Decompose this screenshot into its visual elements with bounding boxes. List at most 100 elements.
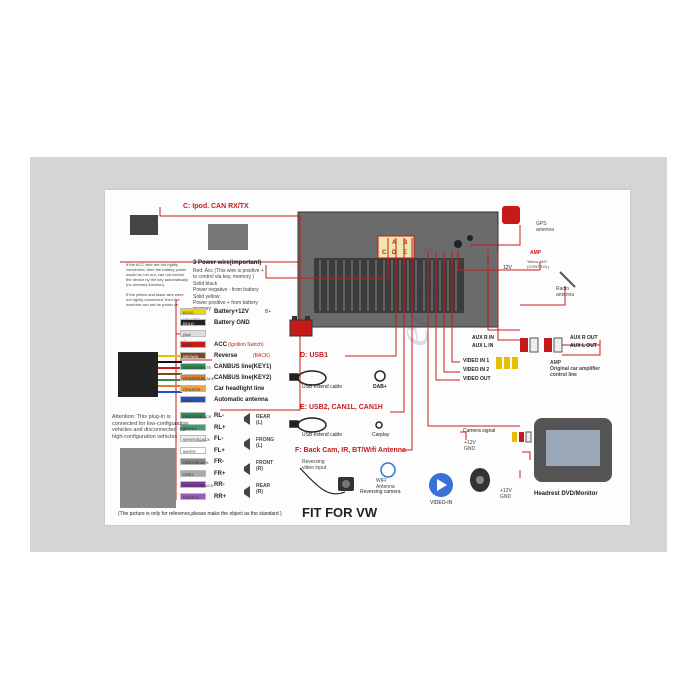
speaker-wire-color-0: GREEN/BLACK (180, 412, 211, 419)
wire-label-1: Battery GND (214, 320, 250, 326)
carplay-label: Carplay (372, 432, 390, 438)
plug-letter-b: B (403, 240, 408, 246)
wire-color-8: BLUE (180, 396, 206, 403)
speaker-icons (244, 413, 250, 498)
power-red-acc: Red: Acc (This wire is positive + to con… (193, 268, 264, 280)
reversing-camera-label: Reversing camera (360, 489, 401, 495)
gps-antenna-label: GPS antenna (536, 221, 555, 233)
speaker-pos-2: FL- (214, 436, 224, 442)
attention-note: Attention: This plug-in is connected for… (112, 414, 189, 440)
plug-letter-c: C (382, 250, 387, 256)
wire-color-7: ORANGE (180, 385, 206, 392)
section-e-label: E: USB2, CAN1L, CAN1H (300, 404, 383, 411)
speaker-group-4: FRONT (R) (256, 460, 274, 472)
radio-antenna-icon (559, 271, 576, 288)
speaker-pos-5: FR+ (214, 470, 226, 477)
speaker-wire-color-1: GREEN (180, 423, 206, 431)
iso-harness (118, 352, 158, 397)
video-in-label: VIDEO-IN (430, 500, 453, 506)
wifi-icon (380, 462, 396, 478)
red-wires (120, 207, 601, 500)
video-out-label: VIDEO OUT (463, 376, 491, 382)
aux-r-out-label: AUX R OUT (570, 335, 598, 341)
aux-l-in-label: AUX L IN (472, 343, 494, 349)
plug-letter-e: E (403, 250, 408, 256)
wire-note-4: (BACK) (253, 353, 270, 359)
dvd-power-label: +12V GND (500, 488, 512, 500)
camera-signal-label: Camera signal (463, 428, 496, 434)
speaker-pos-4: FR- (214, 459, 224, 465)
wire-color-1: BOLD BLACK (180, 319, 206, 333)
harness-wires (158, 355, 182, 393)
speaker-group-0: REAR (L) (256, 414, 271, 426)
wire-color-0: BOLD YELLOW (180, 308, 206, 322)
power-title: 3 Power wire(important) (193, 260, 262, 266)
amp-12v-label: 12V (503, 265, 512, 271)
amp-sub-label: Yellow ANT (CONTROL) (527, 259, 550, 269)
gps-antenna-icon (502, 206, 520, 224)
wire-label-4: Reverse (214, 353, 238, 359)
plug-letter-d: D (392, 250, 397, 256)
wire-color-3: RED (180, 341, 206, 348)
speaker-wire-color-3: WHITE (180, 446, 206, 454)
speaker-pos-1: RL+ (214, 424, 226, 431)
wire-color-2: (Not Connect) (180, 330, 206, 344)
dab-label: DAB+ (373, 384, 387, 390)
wire-label-6: CANBUS line(KEY2) (214, 375, 272, 381)
amp-label: AMP (530, 250, 542, 256)
plug-letter-a: A (392, 240, 397, 246)
antenna-port (454, 240, 462, 248)
fit-for-vw-title: FIT FOR VW (302, 505, 378, 520)
speaker-pos-6: RR- (214, 482, 225, 488)
speaker-wire-color-7: PURPLE (180, 492, 206, 500)
aux-r-in-label: AUX R IN (472, 335, 494, 341)
battery-icon (289, 319, 313, 337)
speaker-wire-color-2: WHITE/BLACK (180, 435, 210, 442)
aux-l-out-label: AUX L OUT (570, 343, 597, 349)
wire-note-3: (Ignition Switch) (228, 342, 264, 348)
speaker-wire-color-4: GREY/BLACK (180, 458, 209, 465)
speaker-wire-color-5: GREY (180, 469, 206, 477)
amp-original-label: AMP Original car amplifier control line (550, 360, 601, 378)
video-in-1-label: VIDEO IN 1 (463, 358, 490, 364)
section-f-label: F: Back Cam, IR, BT/Wifi Antenna (295, 447, 406, 454)
wire-color-5: GREEN/WHITE (180, 363, 211, 370)
heatsink-fins (319, 260, 457, 311)
radio-antenna-label: Radio antenna (556, 286, 575, 298)
speaker-wire-color-6: PURPLE/BLACK (180, 481, 213, 488)
wire-label-5: CANBUS line(KEY1) (214, 364, 272, 370)
wire-color-6: ORANGE/BLACK (180, 374, 215, 381)
usb-cable-label-1: USB extend cable (302, 384, 343, 390)
speaker-group-6: REAR (R) (256, 483, 271, 495)
wire-label-8: Automatic antenna (214, 397, 269, 403)
speaker-pos-3: FL+ (214, 447, 225, 454)
reference-note: (The picture is only for reference,pleas… (118, 511, 282, 517)
reversing-cable (299, 467, 346, 495)
aux-rca-plugs (520, 337, 563, 353)
speaker-pos-0: RL- (214, 413, 224, 419)
acc-notes: If the ACC wire are not rightly connecte… (126, 262, 189, 307)
gps-port (467, 235, 473, 241)
wire-color-4: BROWN (180, 352, 206, 359)
usb-cable-label-2: USB extend cable (302, 432, 343, 438)
speaker-group-2: FRONG (L) (256, 437, 275, 449)
wire-label-3: ACC (214, 342, 227, 348)
section-d-label: D: USB1 (300, 352, 329, 359)
can-plug-photo-2 (208, 224, 248, 250)
video-in-2-label: VIDEO IN 2 (463, 367, 490, 373)
section-c-label: C: Ipod. CAN RX/TX (183, 203, 249, 210)
cam-power-label: +12V GND (464, 440, 476, 452)
usb-cables (289, 370, 386, 433)
wifi-label: WIFI Antenna (376, 478, 395, 490)
speaker-pos-7: RR+ (214, 493, 227, 500)
reversing-input-label: Reversing video input (302, 459, 327, 471)
can-plug-photo (130, 215, 158, 235)
power-solid-black: Solid black Power negative - from batter… (193, 281, 259, 293)
wire-label-0: Battery+12V (214, 309, 249, 315)
video-rca-plugs (496, 357, 518, 369)
dvd-rca-plugs (512, 431, 532, 443)
wire-label-7: Car headlight line (214, 386, 265, 392)
head-unit-heatsink (314, 258, 464, 313)
wire-note-0: B+ (265, 309, 272, 315)
